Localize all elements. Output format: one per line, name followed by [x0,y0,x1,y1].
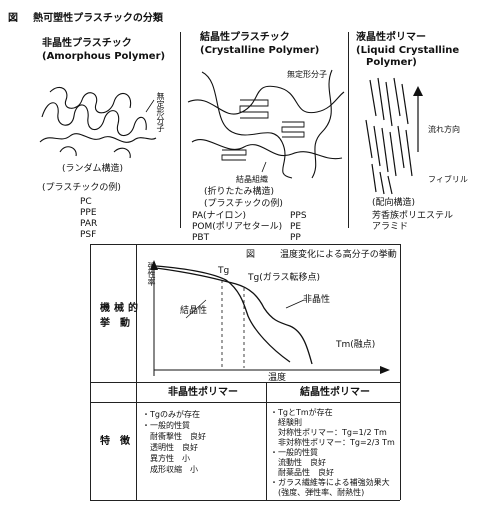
tg-label: Tg [218,266,230,276]
crystalline-subtitle: (Crystalline Polymer) [200,45,320,56]
crystalline-example: PP [290,233,301,243]
table-border-left [90,244,91,500]
crystalline-feature: ・一般的性質 [270,448,318,457]
column-divider-1 [180,32,181,228]
amorphous-structure: (ランダム構造) [62,164,124,174]
crystalline-feature: 対称性ポリマー：Tg=1/2 Tm [270,428,387,437]
amorphous-subtitle: (Amorphous Polymer) [42,51,166,62]
col-header-amorphous: 非晶性ポリマー [168,387,238,398]
lcp-structure: (配向構造) [372,198,416,208]
figure-label: 図 [8,13,18,24]
table-divider-mid-col [266,382,267,500]
table-divider-header-col [136,244,137,500]
crystalline-example: PPS [290,211,307,221]
chart-title: 温度変化による高分子の挙動 [280,250,397,260]
col-header-crystalline: 結晶性ポリマー [300,387,370,398]
row-header-behavior: 挙動 [100,318,140,329]
modulus-temperature-chart [150,260,390,376]
figure-title-text: 熱可塑性プラスチックの分類 [33,13,163,24]
flow-direction-arrow-icon [413,86,423,152]
crystalline-feature: 経験則 [270,418,302,427]
crystalline-feature: ・TgとTmが存在 [270,408,333,417]
x-axis-label: 温度 [268,373,287,383]
y-axis-label: 弾性率 [147,262,156,286]
lcp-example: 芳香族ポリエステル [372,211,454,221]
crystalline-feature: 流動性 良好 [270,458,326,467]
amorphous-feature: ・Tgのみが存在 [142,410,200,419]
crystalline-examples-heading: (プラスチックの例) [204,199,283,209]
lcp-title: 液晶性ポリマー [356,32,426,43]
amorphous-molecule-label: 無定形分子 [156,92,165,132]
amorphous-feature: 耐衝撃性 良好 [142,432,206,441]
figure-title: 図 熱可塑性プラスチックの分類 [8,6,163,25]
amorphous-examples-heading: (プラスチックの例) [42,183,121,193]
crystalline-title: 結晶性プラスチック [200,32,290,43]
row-header-mechanical: 機械的 [100,303,142,314]
chart-label: 図 [246,250,256,260]
amorphous-curve-label: 非晶性 [303,295,331,305]
crystalline-example: PE [290,222,302,232]
amorphous-molecule-diagram [39,86,157,159]
crystalline-feature: ・ガラス繊維等による補強効果大 [270,478,390,487]
crystalline-example: PA(ナイロン) [192,211,247,221]
lcp-subtitle-line1: (Liquid Crystalline [356,45,460,56]
flow-direction-label: 流れ方向 [428,125,460,134]
amorphous-title: 非晶性プラスチック [42,38,132,49]
lcp-example: アラミド [372,222,409,232]
table-border-header [90,402,400,403]
lcp-subtitle-line2: Polymer) [366,57,417,68]
column-divider-2 [348,32,349,228]
crystalline-structure: (折りたたみ構造) [204,187,275,197]
amorphous-example: PC [80,197,92,207]
fibril-label: フィブリル [428,175,468,184]
crystalline-feature: 耐薬品性 良好 [270,468,334,477]
table-border-bottom [90,500,400,501]
crystalline-molecule-diagram [187,69,345,179]
tg-note: Tg(ガラス転移点) [248,273,321,283]
lcp-fibril-diagram [365,77,413,195]
amorphous-example: PSF [80,230,97,240]
table-border-mid [90,382,400,383]
table-border-top [90,244,400,245]
row-header-features: 特徴 [100,436,140,447]
amorphous-feature: 透明性 良好 [142,443,198,452]
tm-label: Tm(融点) [336,340,376,350]
amorphous-feature: ・一般的性質 [142,421,190,430]
crystal-structure-label: 結晶組織 [236,175,268,184]
amorphous-example: PPE [80,208,97,218]
crystalline-example: PBT [192,233,210,243]
crystalline-example: POM(ポリアセタール) [192,222,283,232]
amorphous-feature: 成形収縮 小 [142,465,198,474]
amorphous-feature: 異方性 小 [142,454,190,463]
crystalline-feature: 非対称性ポリマー：Tg=2/3 Tm [270,438,395,447]
table-border-right [400,244,401,500]
crystalline-feature: (強度、弾性率、耐熱性) [270,488,365,497]
crystalline-molecule-label: 無定形分子 [287,70,327,79]
crystalline-curve-label: 結晶性 [180,306,208,316]
amorphous-example: PAR [80,219,98,229]
